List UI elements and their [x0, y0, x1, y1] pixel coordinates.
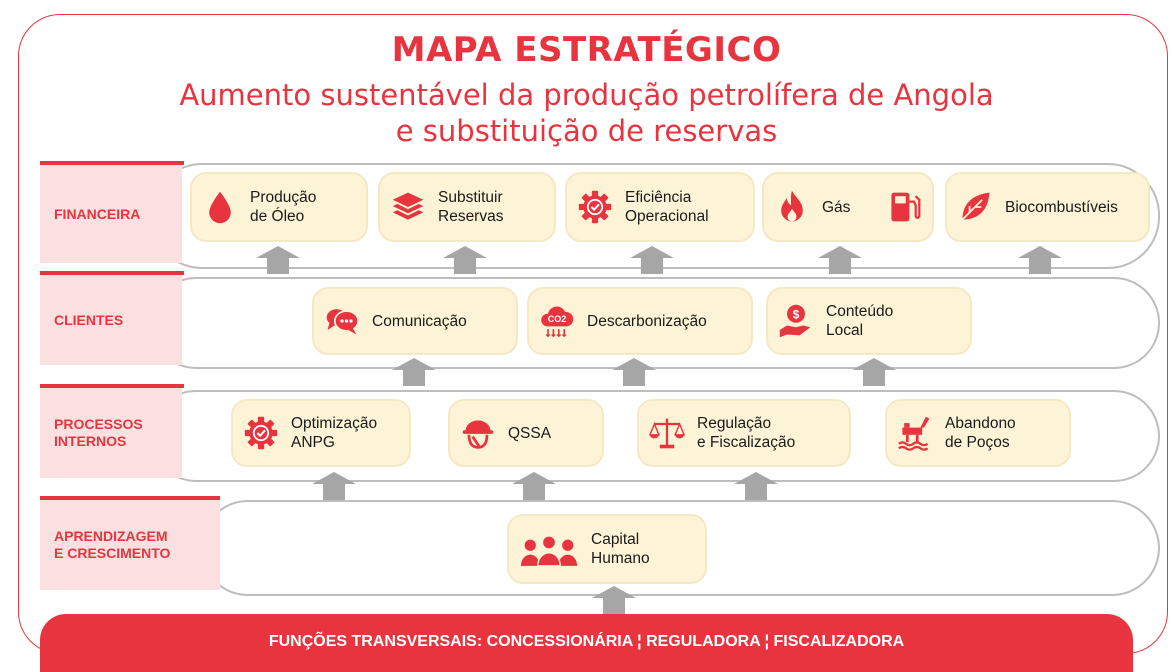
up-arrow [852, 358, 896, 386]
co2-cloud-icon: CO2 [541, 306, 574, 338]
hand-coin-icon: $ [779, 304, 811, 338]
layers-icon [392, 192, 424, 220]
perspective-label-aprendizagem: APRENDIZAGEM E CRESCIMENTO [40, 500, 220, 590]
label-bar-processos [40, 384, 184, 388]
card-producao-oleo[interactable]: Produção de Óleo [190, 172, 368, 242]
card-descarbonizacao[interactable]: CO2 Descarbonização [527, 287, 753, 355]
card-label: Regulação e Fiscalização [697, 415, 796, 451]
label-bar-clientes [40, 271, 184, 275]
card-label: Eficiência Operacional [625, 189, 709, 225]
card-substituir-reservas[interactable]: Substituir Reservas [378, 172, 556, 242]
flame-icon [781, 190, 803, 222]
up-arrow [630, 246, 674, 274]
card-regulacao-fiscalizacao[interactable]: Regulação e Fiscalização [637, 399, 851, 467]
footer-bar [40, 614, 1133, 672]
up-arrow [312, 472, 356, 500]
coin-icon-text: $ [793, 308, 800, 321]
card-label: Abandono de Poços [945, 415, 1016, 451]
worker-helmet-icon [462, 420, 494, 449]
perspective-label-processos: PROCESSOS INTERNOS [40, 388, 182, 478]
fuel-pump-icon [891, 192, 921, 222]
card-label: Capital Humano [591, 531, 650, 567]
oil-drop-icon [209, 191, 231, 224]
footer-text: FUNÇÕES TRANSVERSAIS: CONCESSIONÁRIA ¦ R… [268, 633, 905, 650]
up-arrow [392, 358, 436, 386]
oil-platform-icon [898, 416, 930, 451]
card-gas[interactable]: Gás [762, 172, 934, 242]
team-icon [520, 535, 578, 567]
card-abandono-pocos[interactable]: Abandono de Poços [885, 399, 1071, 467]
page-title: MAPA ESTRATÉGICO [391, 30, 782, 70]
up-arrow [256, 246, 300, 274]
card-comunicacao[interactable]: Comunicação [312, 287, 518, 355]
card-label: Conteúdo Local [826, 303, 894, 339]
card-label: Descarbonização [587, 312, 707, 330]
up-arrow [592, 586, 636, 614]
card-label: Comunicação [372, 312, 467, 330]
card-qssa[interactable]: QSSA [448, 399, 604, 467]
perspective-label-financeira: FINANCEIRA [40, 165, 182, 263]
card-biocombustiveis[interactable]: Biocombustíveis [945, 172, 1150, 242]
up-arrow [512, 472, 556, 500]
label-bar-financeira [40, 161, 184, 165]
up-arrow [1018, 246, 1062, 274]
up-arrow [443, 246, 487, 274]
card-eficiencia-operacional[interactable]: Eficiência Operacional [565, 172, 755, 242]
up-arrow [818, 246, 862, 274]
card-label: QSSA [508, 424, 552, 442]
card-optimizacao-anpg[interactable]: Optimização ANPG [231, 399, 411, 467]
gear-check-icon [577, 189, 613, 225]
card-label: Optimização ANPG [291, 415, 378, 451]
subtitle-line-2: e substituição de reservas [395, 114, 778, 148]
scales-icon [649, 418, 685, 449]
card-label: Gás [822, 198, 851, 216]
up-arrow [734, 472, 778, 500]
card-label: Substituir Reservas [438, 189, 504, 225]
label-bar-aprendizagem [40, 496, 220, 500]
card-label: Produção de Óleo [250, 189, 317, 225]
leaf-icon [961, 192, 990, 221]
subtitle-line-1: Aumento sustentável da produção petrolíf… [179, 78, 994, 112]
card-label: Biocombustíveis [1005, 198, 1118, 216]
card-conteudo-local[interactable]: $ Conteúdo Local [766, 287, 972, 355]
chat-bubbles-icon [326, 309, 360, 335]
perspective-label-clientes: CLIENTES [40, 275, 182, 365]
gear-check-icon [243, 415, 279, 451]
co2-icon-text: CO2 [548, 314, 567, 324]
up-arrow [612, 358, 656, 386]
card-capital-humano[interactable]: Capital Humano [507, 514, 707, 584]
